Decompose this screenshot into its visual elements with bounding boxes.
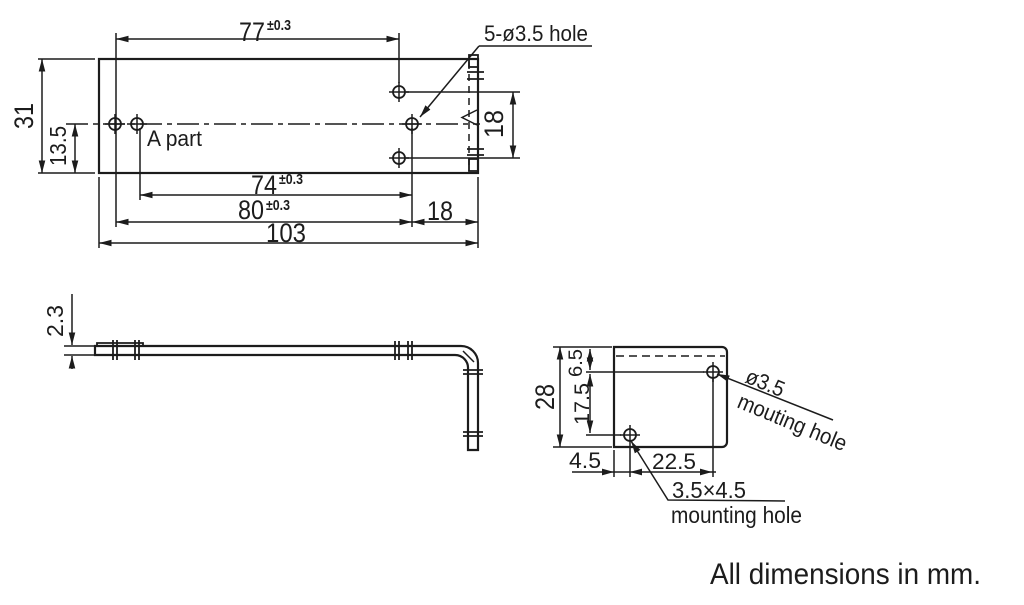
dim-74-tolerance: ±0.3 <box>279 171 303 188</box>
side-hole-ticks <box>112 340 483 437</box>
hole-mark <box>620 425 640 445</box>
end-outline <box>612 345 729 449</box>
dim-28-value: 28 <box>530 384 560 410</box>
dim-4-5-and-22-5: 4.5 22.5 <box>569 378 716 477</box>
side-view: 2.3 <box>42 294 483 452</box>
top-view: 5-ø3.5 hole A part 77 ±0.3 31 13.5 <box>9 17 592 248</box>
arrowhead <box>602 468 614 476</box>
dim-13-5-value: 13.5 <box>45 126 71 166</box>
dim-4-5-value: 4.5 <box>569 448 601 473</box>
dim-2-3: 2.3 <box>42 294 94 369</box>
edge-tabs <box>467 54 484 172</box>
hole-mark <box>389 82 409 102</box>
dim-18-bottom: 18 <box>412 196 478 226</box>
side-profile-outline <box>93 344 480 452</box>
slot-hole-callout: 3.5×4.5 mounting hole <box>630 440 802 528</box>
side-lap-strip <box>96 342 144 346</box>
dim-74-value: 74 <box>251 170 277 200</box>
dim-2-3-value: 2.3 <box>42 305 68 337</box>
dim-80-value: 80 <box>238 195 264 225</box>
dim-103: 103 <box>98 177 479 248</box>
dim-77-tolerance: ±0.3 <box>267 17 291 34</box>
dim-80-tolerance: ±0.3 <box>266 197 290 214</box>
dim-18-right-value: 18 <box>479 110 509 138</box>
slot-hole-label-line2: mounting hole <box>671 502 802 528</box>
dim-31: 31 <box>9 58 95 174</box>
a-part-label: A part <box>147 126 202 151</box>
dim-103-value: 103 <box>266 218 306 248</box>
hole-mark <box>127 114 147 134</box>
dim-6-5: 6.5 <box>566 349 594 377</box>
bend-crease <box>462 350 475 363</box>
dim-80: 80 ±0.3 <box>116 195 412 226</box>
arrowhead <box>630 468 642 476</box>
dim-22-5-value: 22.5 <box>652 449 696 474</box>
round-hole-callout: ø3.5 mouting hole <box>716 364 851 456</box>
round-hole-label-line2: mouting hole <box>734 389 851 456</box>
slot-hole-label-line1: 3.5×4.5 <box>672 477 746 503</box>
units-note: All dimensions in mm. <box>710 558 981 591</box>
dim-6-5-value: 6.5 <box>566 349 587 377</box>
end-view: 28 6.5 17.5 4.5 22.5 ø3.5 mouting <box>530 345 851 528</box>
dim-18-right: 18 <box>406 91 520 159</box>
plate-outline <box>97 57 480 175</box>
hole-mark <box>105 114 125 134</box>
hole-callout-label: 5-ø3.5 hole <box>484 21 588 46</box>
hole-mark <box>389 148 409 168</box>
dim-31-value: 31 <box>9 103 39 129</box>
dim-13-5: 13.5 <box>45 124 79 173</box>
dim-17-5-value: 17.5 <box>571 383 594 425</box>
dim-28: 28 <box>530 346 612 448</box>
hole-marks <box>105 82 422 168</box>
dim-77: 77 ±0.3 <box>115 17 400 227</box>
dim-18-bottom-value: 18 <box>427 196 453 226</box>
dim-77-value: 77 <box>239 17 265 47</box>
hole-callout: 5-ø3.5 hole <box>419 21 592 118</box>
arrowhead <box>700 468 712 476</box>
dim-74: 74 ±0.3 <box>139 128 413 227</box>
dim-17-5: 17.5 <box>571 374 594 433</box>
bend-arrow-mark <box>460 109 478 126</box>
